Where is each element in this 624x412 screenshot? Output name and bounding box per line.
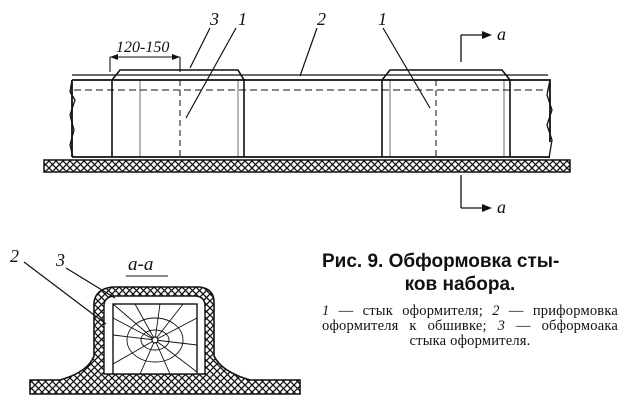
callout-2-section: 2 xyxy=(10,246,19,266)
legend-text-1: — стык оформителя; xyxy=(329,303,493,319)
legend-num-1: 1 xyxy=(322,303,330,319)
caption-title-line2: ков набора. xyxy=(404,274,516,295)
callout-1-top-right: 1 xyxy=(378,9,387,29)
callout-2-top: 2 xyxy=(317,9,326,29)
dimension-line xyxy=(109,56,181,72)
callout-3-top: 3 xyxy=(209,9,219,29)
caption-title: Рис. 9. Обформовка сты- ков набора. xyxy=(322,250,618,296)
legend-text-3: — обформоака стыка оформителя. xyxy=(409,318,618,349)
caption-title-line1: Рис. 9. Обформовка сты- xyxy=(322,251,560,272)
base-plating xyxy=(43,159,571,173)
section-marker-top: a xyxy=(497,24,506,44)
frame-body xyxy=(71,79,551,158)
section-marker-bottom: a xyxy=(497,197,506,217)
legend-text-2: — приформовка оформителя к обшивке; xyxy=(322,303,618,334)
callout-1-top-left: 1 xyxy=(238,9,247,29)
caption-legend: 1 — стык оформителя; 2 — приформовка офо… xyxy=(322,304,618,349)
longitudinal-view: 120-150 3 1 2 1 a a xyxy=(43,9,571,217)
figure-caption: Рис. 9. Обформовка сты- ков набора. 1 — … xyxy=(322,250,618,349)
callout-3-section: 3 xyxy=(55,250,65,270)
legend-num-2: 2 xyxy=(492,303,500,319)
joint-overlay-right xyxy=(381,69,511,157)
section-view: a-a 2 3 xyxy=(10,246,301,395)
legend-num-3: 3 xyxy=(497,318,506,334)
section-title: a-a xyxy=(128,254,153,275)
dimension-label: 120-150 xyxy=(116,39,169,56)
joint-overlay-left xyxy=(111,69,245,157)
